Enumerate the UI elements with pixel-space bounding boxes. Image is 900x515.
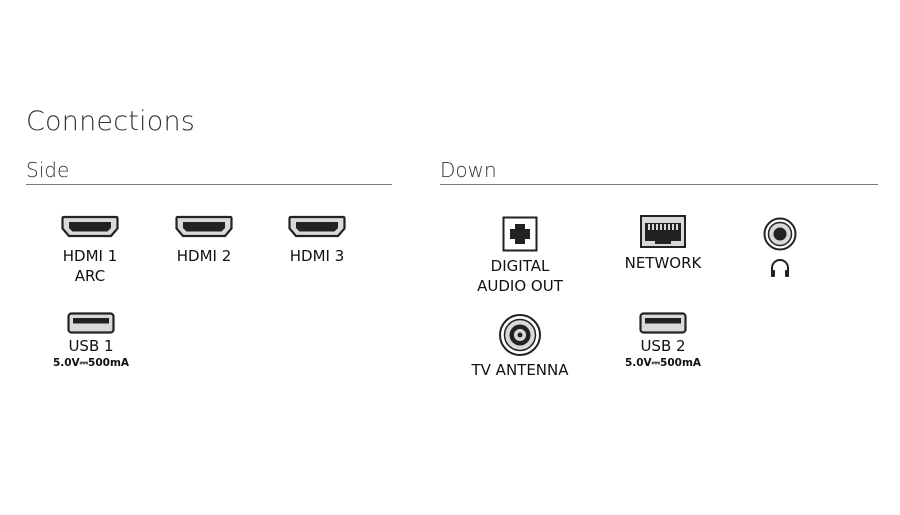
digital-audio-port: DIGITAL AUDIO OUT — [470, 216, 570, 296]
usb2-label: USB 2 — [640, 337, 686, 355]
network-port: NETWORK — [613, 215, 713, 273]
hdmi-icon — [61, 215, 119, 238]
hdmi1-port: HDMI 1 ARC — [58, 215, 122, 286]
usb-icon — [67, 312, 115, 334]
side-heading: Side — [26, 158, 70, 182]
hdmi3-label: HDMI 3 — [289, 247, 345, 265]
headphone-port — [756, 217, 804, 279]
hdmi2-port: HDMI 2 — [172, 215, 236, 266]
optical-audio-icon — [502, 216, 538, 252]
hdmi2-label: HDMI 2 — [176, 247, 232, 265]
side-divider — [26, 184, 392, 185]
hdmi1-arc-label: ARC — [74, 267, 106, 285]
usb2-port: USB 2 5.0V⎓500mA — [618, 312, 708, 370]
network-label: NETWORK — [624, 254, 702, 272]
page-title: Connections — [26, 106, 196, 137]
ethernet-icon — [640, 215, 686, 248]
headphone-icon — [771, 259, 789, 277]
down-divider — [440, 184, 878, 185]
usb-icon — [639, 312, 687, 334]
hdmi3-port: HDMI 3 — [285, 215, 349, 266]
usb1-port: USB 1 5.0V⎓500mA — [46, 312, 136, 370]
tv-antenna-port: TV ANTENNA — [465, 313, 575, 380]
digital-audio-label: DIGITAL — [490, 257, 550, 275]
headphone-jack-icon — [763, 217, 797, 251]
usb2-spec: 5.0V⎓500mA — [624, 357, 702, 369]
hdmi1-label: HDMI 1 — [62, 247, 118, 265]
coaxial-antenna-icon — [499, 314, 541, 356]
usb1-spec: 5.0V⎓500mA — [52, 357, 130, 369]
audio-out-label: AUDIO OUT — [477, 277, 563, 295]
tv-antenna-label: TV ANTENNA — [471, 361, 569, 379]
down-heading: Down — [440, 158, 497, 182]
hdmi-icon — [288, 215, 346, 238]
usb1-label: USB 1 — [68, 337, 114, 355]
hdmi-icon — [175, 215, 233, 238]
